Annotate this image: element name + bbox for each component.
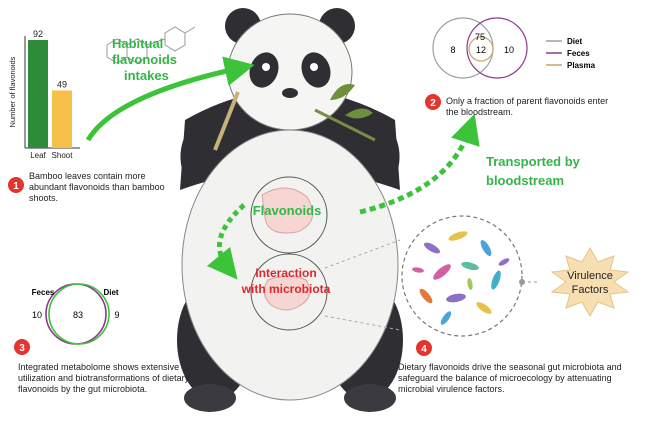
zoom-line	[324, 239, 401, 269]
bar-chart: 92 49 Leaf Shoot Number of flavonoids	[8, 29, 80, 160]
virulence-label-line: Factors	[572, 284, 609, 296]
transported-label: Transported by bloodstream	[486, 154, 581, 188]
legend-label-feces: Feces	[567, 49, 590, 58]
bamboo-shoot	[213, 91, 240, 151]
intestine-icon	[263, 275, 311, 311]
panda-nose	[282, 88, 298, 98]
step-badge-number: 3	[19, 343, 25, 354]
bloodstream-arrow	[359, 113, 480, 215]
venn-circle-feces	[466, 17, 528, 79]
interaction-line: with microbiota	[241, 282, 331, 296]
step-badge-number: 1	[13, 181, 19, 192]
legend-label-plasma: Plasma	[567, 61, 596, 70]
transported-line: Transported by	[486, 154, 581, 169]
venn-top: 8 75 12 10 Diet Feces Plasma	[432, 17, 596, 79]
venn-bottom-left-value: 10	[32, 310, 42, 320]
venn-top-left-value: 8	[450, 45, 455, 55]
step-badge-4: 4	[416, 340, 432, 356]
gut-circle-lower	[250, 253, 328, 331]
virulence-label-line: Virulence	[567, 270, 613, 282]
bamboo-stem	[314, 108, 376, 142]
microbe-icon	[476, 302, 492, 314]
microbe-icon	[461, 261, 479, 271]
bar-category-label: Shoot	[52, 151, 74, 160]
bamboo-leaf	[330, 84, 355, 100]
flavonoids-label: Flavonoids	[253, 203, 322, 218]
panda-left-foot	[184, 384, 236, 412]
bar-category-label: Leaf	[30, 151, 46, 160]
venn-bottom-diet-label: Diet	[103, 288, 118, 297]
bar-value-label: 49	[57, 79, 67, 89]
microbe-icon	[446, 293, 466, 303]
flavonoid-structure-icon	[106, 26, 196, 64]
habitual-line: intakes	[124, 68, 169, 83]
step-badge-1: 1	[8, 177, 24, 193]
transported-line: bloodstream	[486, 173, 564, 188]
step-badge-circle	[416, 340, 432, 356]
microbe-icon	[491, 270, 501, 290]
zoom-line	[324, 315, 401, 331]
habitual-line: Habitual	[112, 36, 163, 51]
panda-right-foot	[344, 384, 396, 412]
step-badge-number: 4	[421, 344, 427, 355]
venn-top-center-value: 12	[476, 45, 486, 55]
venn-top-legend: Diet Feces Plasma	[546, 37, 596, 70]
venn-top-top-value: 75	[475, 32, 485, 42]
bar-chart-ylabel: Number of flavonoids	[8, 56, 17, 127]
intake-arrow	[85, 56, 255, 142]
venn-bottom-feces-label: Feces	[32, 288, 55, 297]
bar-leaf	[28, 40, 48, 148]
step-3-text: Integrated metabolome shows extensive ut…	[18, 362, 190, 394]
step-badge-3: 3	[14, 339, 30, 355]
bar-value-label: 92	[33, 29, 43, 39]
microbiota-arrow	[206, 203, 246, 280]
panda-right-eye	[310, 63, 318, 71]
venn-circle-plasma	[468, 36, 494, 62]
microbe-icon	[498, 258, 510, 266]
microbe-icon	[467, 278, 473, 290]
interaction-label: Interaction with microbiota	[241, 266, 331, 296]
legend-label-diet: Diet	[567, 37, 582, 46]
bamboo-leaf	[345, 108, 373, 119]
habitual-line: flavonoids	[112, 52, 177, 67]
venn-bottom: Feces Diet 10 83 9	[32, 283, 120, 345]
panda-left-eye	[262, 63, 270, 71]
venn-bottom-center-value: 83	[73, 310, 83, 320]
microbe-icon	[433, 264, 451, 280]
panda-belly	[181, 129, 399, 401]
microbe-icon	[480, 240, 492, 256]
microbiota-illustration	[401, 215, 523, 337]
venn-top-right-value: 10	[504, 45, 514, 55]
step-badge-circle	[14, 339, 30, 355]
microbe-icon	[424, 242, 440, 254]
virulence-starburst	[550, 246, 630, 318]
step-badge-circle	[8, 177, 24, 193]
microbe-icon	[412, 267, 424, 273]
gut-circle-upper	[250, 176, 328, 254]
step-badge-circle	[425, 94, 441, 110]
microbe-icon	[440, 311, 452, 325]
step-1-text: Bamboo leaves contain more abundant flav…	[29, 171, 165, 203]
interaction-line: Interaction	[255, 266, 316, 280]
virulence-connector-dot	[519, 279, 525, 285]
step-2-text: Only a fraction of parent flavonoids ent…	[446, 96, 609, 117]
step-badge-number: 2	[430, 98, 436, 109]
bar-shoot	[52, 90, 72, 148]
stomach-icon	[261, 187, 314, 234]
microbe-icon	[448, 231, 468, 241]
habitual-label: Habitual flavonoids intakes	[112, 36, 177, 83]
venn-circle-diet	[48, 283, 110, 345]
panda-left-arm	[180, 120, 222, 185]
microbe-icon	[419, 288, 433, 304]
panda-illustration	[177, 8, 403, 412]
panda-head	[227, 13, 353, 131]
venn-bottom-right-value: 9	[114, 310, 119, 320]
step-4-text: Dietary flavonoids drive the seasonal gu…	[398, 362, 622, 394]
step-badge-2: 2	[425, 94, 441, 110]
